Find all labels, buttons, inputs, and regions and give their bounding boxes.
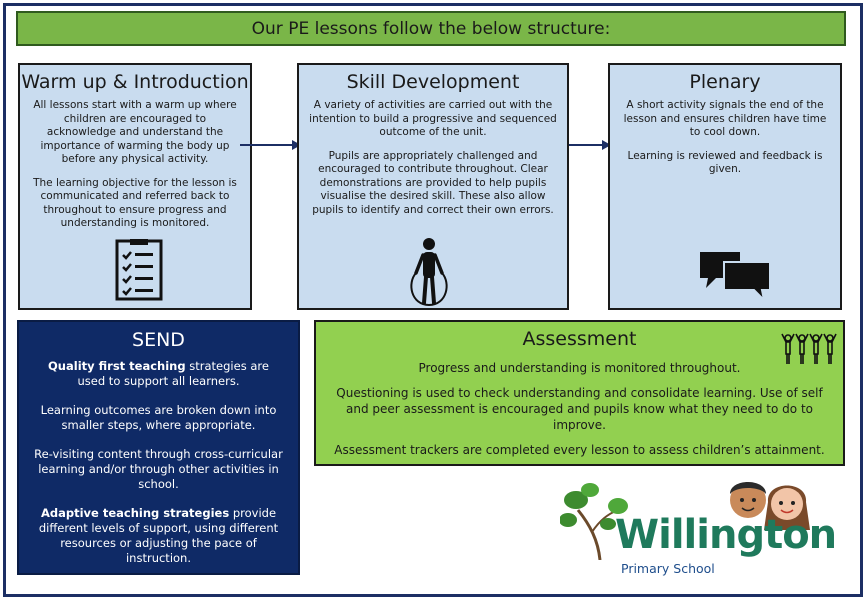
skill-text-2: Pupils are appropriately challenged and …: [312, 149, 554, 216]
assessment-panel: Assessment Progress and understanding is…: [314, 320, 845, 466]
skipping-figure-icon: [410, 238, 448, 307]
send-text-1-rest: strategies are used to support all learn…: [77, 359, 269, 388]
tree-logo-icon: [560, 483, 628, 560]
send-text-2: Learning outcomes are broken down into s…: [40, 403, 277, 432]
pupils-icon: [781, 333, 837, 364]
page-banner: Our PE lessons follow the below structur…: [16, 11, 846, 46]
send-text-4-bold: Adaptive teaching strategies: [40, 506, 230, 520]
send-text-1: Quality first teaching strategies are us…: [33, 359, 284, 389]
checklist-icon: [115, 239, 163, 301]
send-title: SEND: [132, 329, 185, 351]
plenary-panel: Plenary A short activity signals the end…: [608, 63, 842, 310]
warmup-panel: Warm up & Introduction All lessons start…: [18, 63, 252, 310]
send-panel: SEND Quality first teaching strategies a…: [17, 320, 300, 575]
send-text-1-bold: Quality first teaching: [48, 359, 186, 373]
assessment-text-1: Progress and understanding is monitored …: [418, 361, 741, 375]
assessment-text-3: Assessment trackers are completed every …: [334, 443, 825, 457]
skill-text-1: A variety of activities are carried out …: [309, 99, 557, 138]
banner-title: Our PE lessons follow the below structur…: [251, 18, 611, 39]
plenary-text-1: A short activity signals the end of the …: [623, 99, 827, 138]
skill-panel: Skill Development A variety of activitie…: [297, 63, 569, 310]
warmup-text-1: All lessons start with a warm up where c…: [33, 99, 237, 165]
send-text-3: Re-visiting content through cross-curric…: [34, 447, 283, 491]
warmup-text-2: The learning objective for the lesson is…: [33, 176, 237, 230]
school-logo: Willington Primary School: [560, 470, 850, 585]
speech-bubbles-icon: [700, 252, 771, 302]
send-text-4: Adaptive teaching strategies provide dif…: [33, 506, 284, 566]
assessment-text-2: Questioning is used to check understandi…: [336, 386, 823, 432]
plenary-text-2: Learning is reviewed and feedback is giv…: [627, 149, 823, 176]
logo-subtitle: Primary School: [621, 561, 715, 576]
arrow-icon: [240, 140, 301, 150]
children-logo-icon: [730, 482, 810, 530]
logo-wordmark: Willington: [615, 512, 837, 558]
warmup-title: Warm up & Introduction: [21, 71, 249, 93]
assessment-title: Assessment: [522, 328, 637, 350]
plenary-title: Plenary: [689, 71, 761, 93]
skill-title: Skill Development: [346, 71, 520, 93]
send-text-4-rest: provide different levels of support, usi…: [38, 506, 279, 565]
